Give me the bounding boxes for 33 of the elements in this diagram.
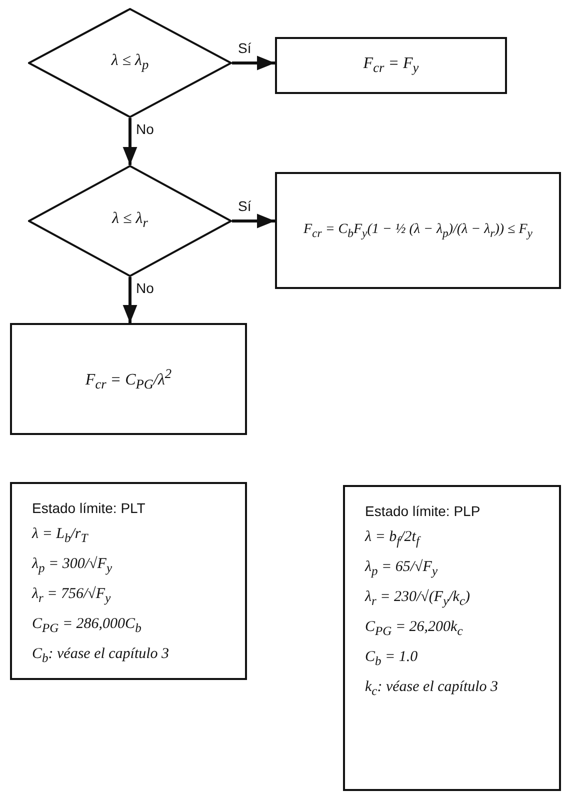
process-box [10, 323, 247, 435]
formula: k$_{c}$: véase el capítulo 3 [365, 679, 498, 699]
process-box [343, 485, 561, 791]
formula: λ$_{r}$ = 230/√(F$_{y}$/k$_{c}$) [365, 589, 470, 609]
formula: F$_{cr}$ = F$_{y}$ [363, 54, 419, 76]
formula: λ$_{p}$ = 65/√F$_{y}$ [365, 559, 438, 579]
decision-diamond [28, 165, 232, 277]
formula: C$_{b}$: véase el capítulo 3 [32, 646, 170, 666]
heading: Estado límite: PLP [365, 503, 480, 519]
edge-label: Sí [238, 41, 252, 55]
formula: λ$_{r}$ = 756/√F$_{y}$ [32, 586, 111, 606]
decision-diamond [28, 8, 232, 118]
formula: F$_{cr}$ = C$_{b}$F$_{y}$(1 − ½ (λ − λ$_{p}$)/(λ − λ$_{r}$)) ≤ F$_{y}$ [304, 222, 532, 240]
process-box [10, 482, 247, 680]
arrow [232, 56, 275, 70]
arrow [122, 118, 138, 165]
arrow [232, 214, 275, 228]
formula: λ ≤ λ$_{r}$ [112, 210, 148, 232]
edge-label: No [136, 281, 154, 295]
formula: C$_{PG}$ = 26,200k$_{c}$ [365, 619, 463, 639]
edge-label: Sí [238, 199, 252, 213]
formula: λ$_{p}$ = 300/√F$_{y}$ [32, 556, 112, 576]
formula: λ = b$_{f}$/2t$_{f}$ [365, 529, 420, 549]
formula: C$_{PG}$ = 286,000C$_{b}$ [32, 616, 142, 636]
edge-label: No [136, 122, 154, 136]
formula: C$_{b}$ = 1.0 [365, 649, 418, 669]
formula: λ ≤ λ$_{p}$ [111, 52, 149, 74]
process-box [275, 172, 561, 289]
arrow [122, 277, 138, 323]
process-box [275, 37, 507, 94]
heading: Estado límite: PLT [32, 500, 146, 516]
formula: λ = L$_{b}$/r$_{T}$ [32, 526, 88, 546]
formula: F$_{cr}$ = C$_{PG}$/λ$^{2}$ [85, 366, 172, 392]
